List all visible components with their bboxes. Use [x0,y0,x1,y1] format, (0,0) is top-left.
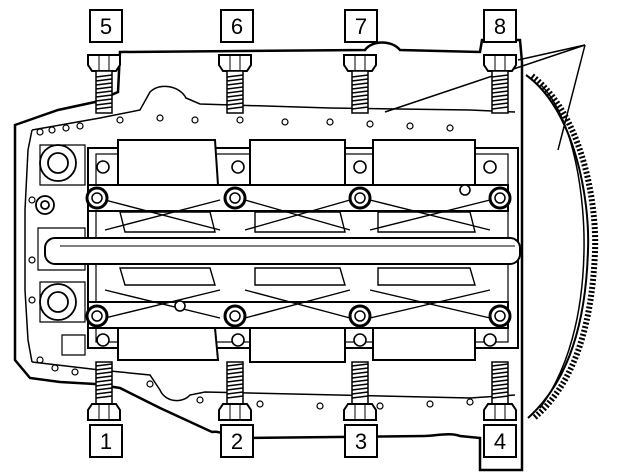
label-box-5: 5 [89,9,123,43]
label-box-2: 2 [220,424,254,458]
sequence-labels-bottom: 1 2 3 4 [89,424,517,458]
crankshaft [44,237,521,265]
label-box-4: 4 [483,424,517,458]
label-box-3: 3 [344,424,378,458]
main-bolt-heads [85,186,512,328]
top-bolts [87,54,517,114]
label-5: 5 [100,14,112,39]
girdle-bracing [104,199,491,319]
bearing-caps [87,139,509,363]
label-6: 6 [231,14,243,39]
label-1: 1 [100,429,112,454]
label-box-7: 7 [344,9,378,43]
bottom-bolts [87,361,517,421]
label-box-6: 6 [220,9,254,43]
label-2: 2 [231,429,243,454]
flywheel [384,44,599,421]
girdle-holes [96,160,497,347]
label-box-8: 8 [483,9,517,43]
flange-holes [28,114,474,410]
label-4: 4 [494,429,506,454]
label-3: 3 [355,429,367,454]
label-7: 7 [355,14,367,39]
label-box-1: 1 [89,424,123,458]
label-8: 8 [494,14,506,39]
timing-end-detail [35,144,86,356]
sequence-labels-top: 5 6 7 8 [89,9,517,43]
